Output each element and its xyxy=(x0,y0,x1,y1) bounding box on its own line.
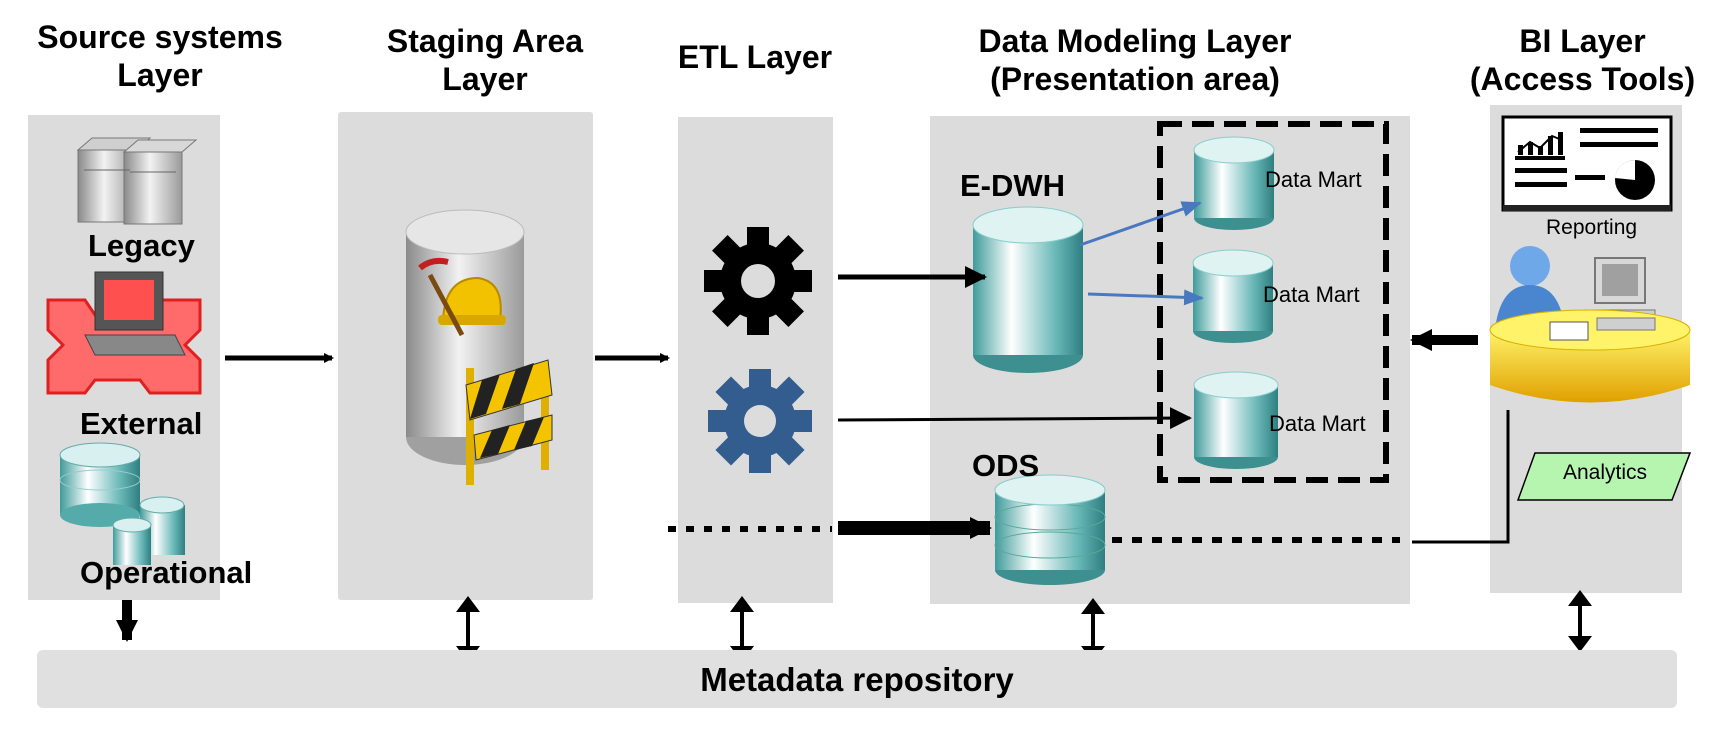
etl-panel xyxy=(678,117,833,603)
etl-to-datamart-arrow xyxy=(837,407,1192,430)
gear-blue-icon xyxy=(708,369,812,473)
bi-layer-title: BI Layer (Access Tools) xyxy=(1469,23,1696,97)
barricade-icon xyxy=(465,359,553,485)
ods-db-icon xyxy=(994,474,1106,585)
metadata-repository-bar: Metadata repository xyxy=(37,650,1677,708)
user-at-desk-icon xyxy=(1489,246,1691,403)
edwh-to-mart1-arrow xyxy=(1079,201,1202,247)
operational-label: Operational xyxy=(80,555,253,590)
gear-icon xyxy=(704,227,812,335)
reporting-icon xyxy=(1501,115,1673,212)
ods-label: ODS xyxy=(972,448,1040,483)
external-network-icon xyxy=(46,271,202,395)
etl-layer-title: ETL Layer xyxy=(677,39,833,75)
server-icon xyxy=(76,137,198,225)
legacy-label: Legacy xyxy=(88,228,195,263)
data-mart-cylinder-icon-3 xyxy=(1193,371,1279,469)
data-mart-cylinder-icon-2 xyxy=(1192,249,1274,343)
metadata-repository-label: Metadata repository xyxy=(700,661,1014,698)
staging-layer-title: Staging Area Layer xyxy=(386,23,584,97)
external-label: External xyxy=(80,406,203,441)
edwh-cylinder-icon xyxy=(972,206,1084,373)
source-layer-title: Source systems Layer xyxy=(37,19,283,93)
analytics-label: Analytics xyxy=(1563,461,1648,484)
edwh-label: E-DWH xyxy=(960,168,1066,203)
bi-metadata-arrow xyxy=(1568,590,1592,652)
hard-hat-icon xyxy=(418,257,506,337)
data-mart-group xyxy=(1157,121,1389,483)
modeling-layer-title: Data Modeling Layer (Presentation area) xyxy=(978,23,1292,97)
edwh-to-mart2-arrow xyxy=(1087,289,1204,306)
data-mart-cylinder-icon-1 xyxy=(1193,136,1275,230)
reporting-label: Reporting xyxy=(1546,216,1638,239)
data-mart-label-3: Data Mart xyxy=(1269,411,1366,436)
operational-db-icon xyxy=(59,442,185,565)
data-mart-label-1: Data Mart xyxy=(1265,167,1362,192)
bi-to-ods-connector xyxy=(1412,410,1510,544)
data-mart-label-2: Data Mart xyxy=(1263,282,1360,307)
analytics-shape xyxy=(1516,452,1692,501)
